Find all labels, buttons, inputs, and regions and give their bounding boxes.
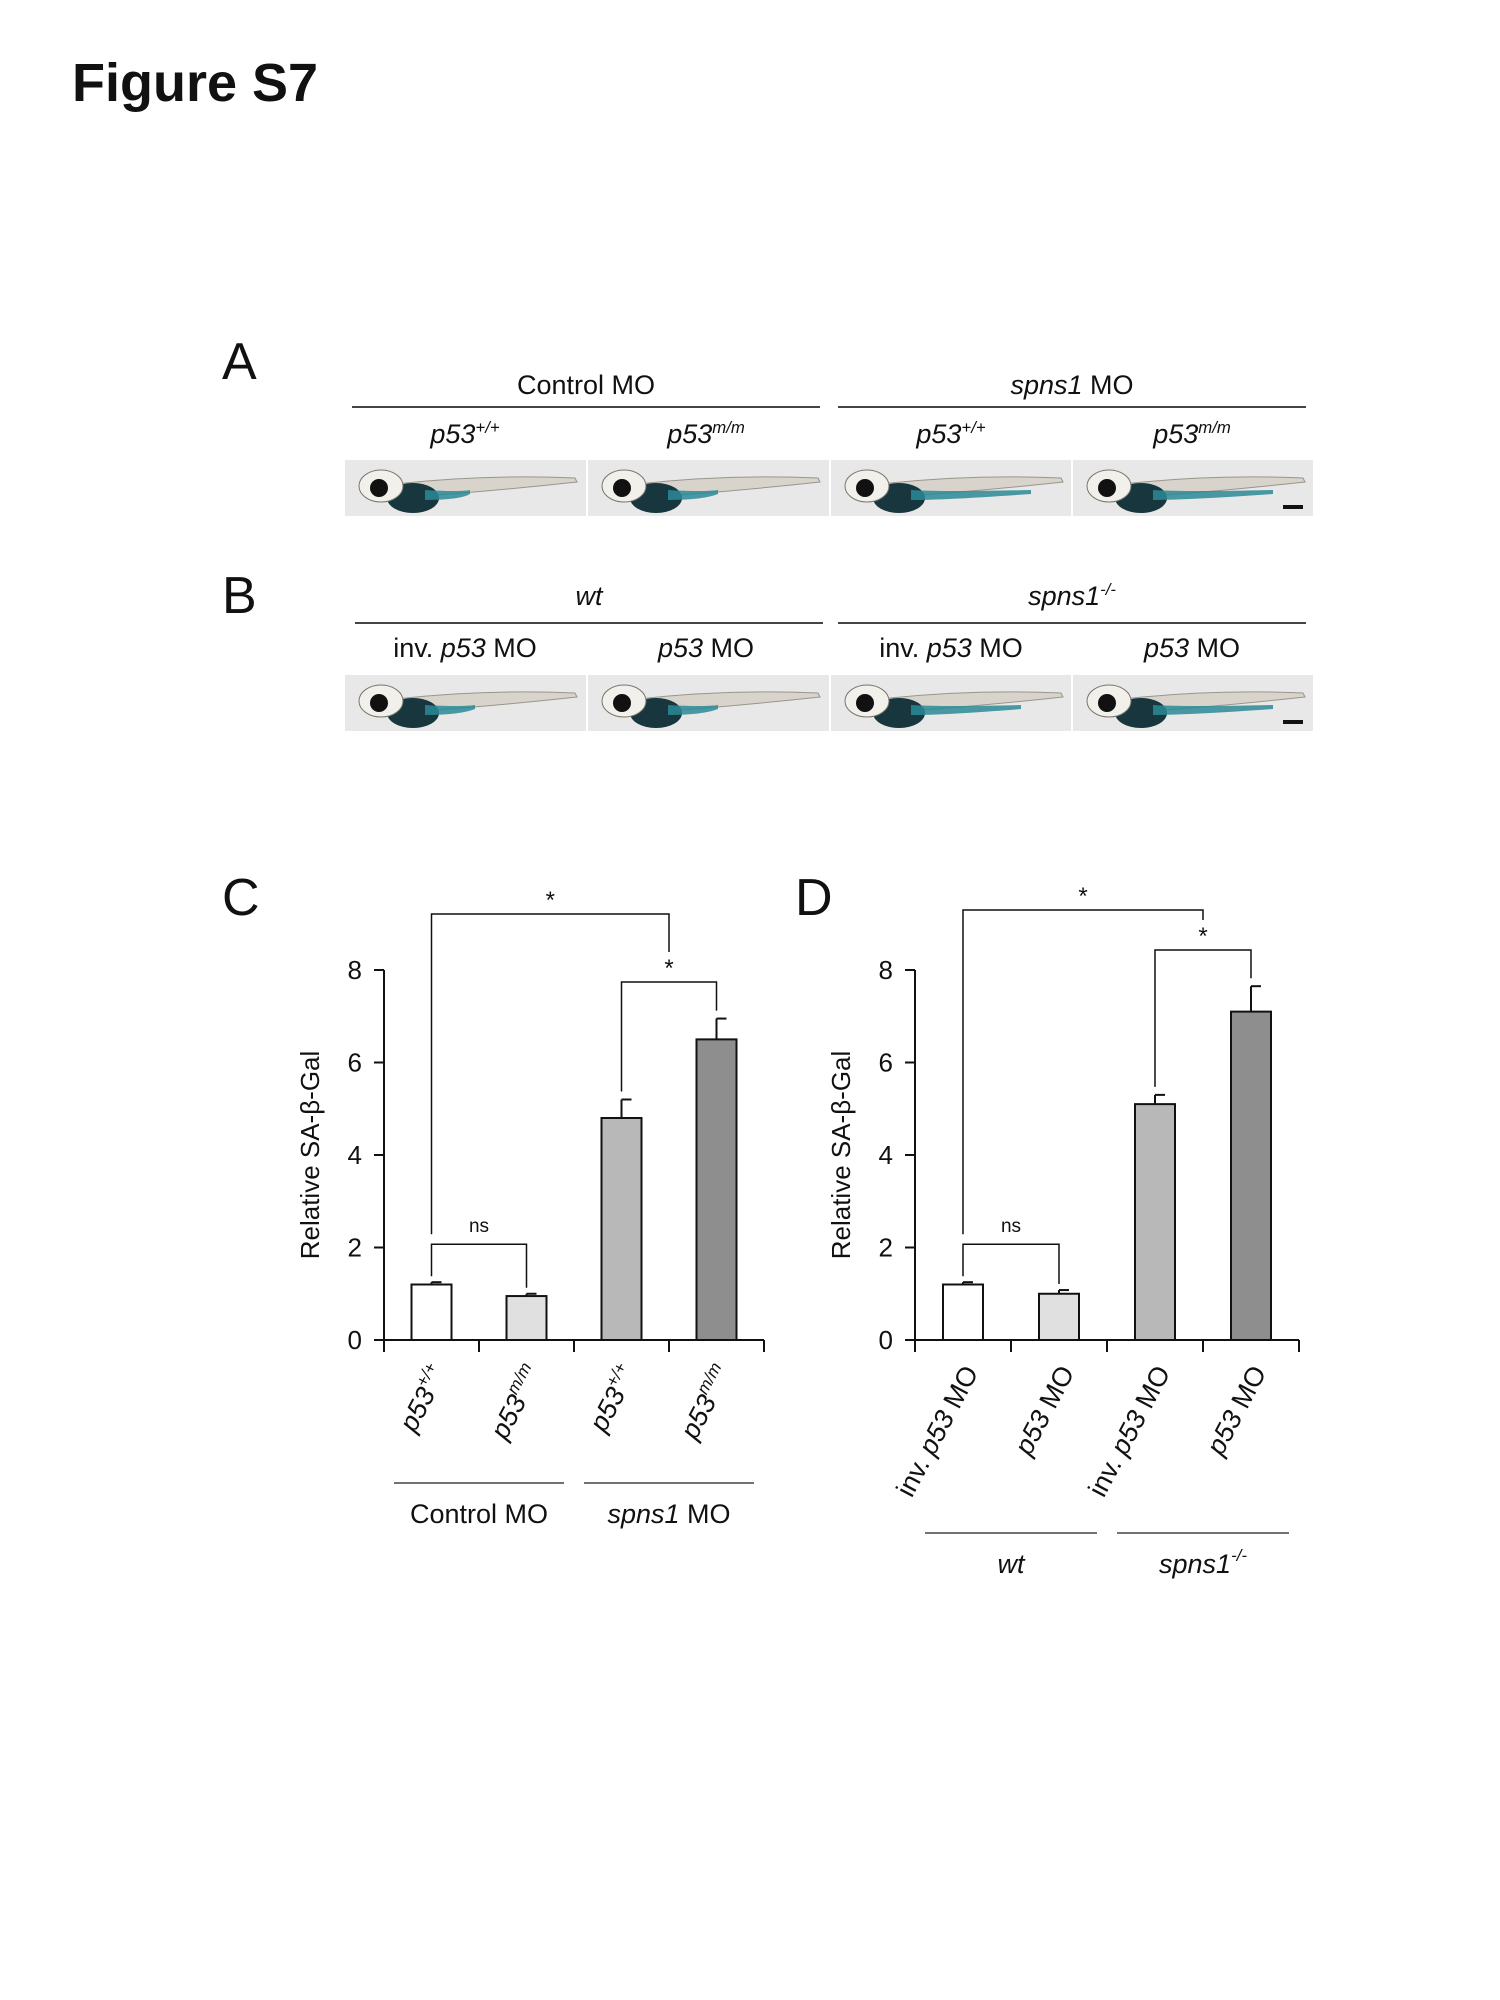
- panel-b-sub-4: p53 MO: [1143, 633, 1241, 663]
- panel-a-image-2: [588, 460, 829, 516]
- panel-c-group-label-1: Control MO: [410, 1499, 548, 1529]
- panel-a-image-strip: [345, 460, 1315, 516]
- panel-d-bar-2: [1038, 1292, 1080, 1341]
- panel-c-y-tick-label-6: 6: [348, 1048, 362, 1078]
- panel-c-letter: C: [222, 869, 260, 927]
- panel-a-larva-3: [844, 469, 1064, 513]
- panel-d-bracket-top-label: *: [1078, 883, 1087, 910]
- panel-b-sub-2: p53 MO: [657, 633, 755, 663]
- panel-c-bar-1: [410, 1283, 453, 1341]
- panel-b-image-2-art: [601, 684, 821, 728]
- panel-d-y-tick-label-4: 4: [879, 1140, 893, 1170]
- panel-c-category-label-1: p53+/+: [390, 1359, 452, 1437]
- panel-b-image-3: [831, 675, 1071, 731]
- panel-b-larva-2: [601, 684, 821, 728]
- panel-c-bar-2: [505, 1295, 548, 1341]
- panel-d-y-axis-label: Relative SA-β-Gal: [826, 1051, 856, 1260]
- panel-d-bracket-top: [962, 909, 1204, 1235]
- panel-a-sub-3: p53+/+: [916, 418, 986, 449]
- panel-a-sub-1: p53+/+: [430, 418, 500, 449]
- panel-c-bracket-top: [430, 913, 670, 1235]
- panel-b-larva-1: [358, 684, 578, 728]
- panel-c-y-tick-label-8: 8: [348, 955, 362, 985]
- panel-a-sub-4: p53m/m: [1153, 418, 1231, 449]
- panel-c-bracket-top-label: *: [546, 887, 555, 914]
- panel-a-group-spns1-line: [838, 406, 1306, 408]
- panel-b-image-2: [588, 675, 829, 731]
- panel-b-larva-4: [1086, 684, 1306, 728]
- panel-a-letter: A: [222, 333, 257, 391]
- panel-c-bar-3: [600, 1117, 643, 1341]
- panel-a-image-3: [831, 460, 1071, 516]
- panel-a-image-4: [1073, 460, 1313, 516]
- panel-c-category-label-4: p53m/m: [672, 1359, 738, 1444]
- panel-d-bar-3: [1134, 1103, 1176, 1341]
- panel-c-y-tick-label-4: 4: [348, 1140, 362, 1170]
- panel-a-larva-4: [1086, 469, 1306, 513]
- panel-d-category-label-3: inv. p53 MO: [1082, 1361, 1176, 1502]
- panel-b-sub-3: inv. p53 MO: [879, 633, 1023, 663]
- panel-d-bar-4: [1230, 1010, 1272, 1341]
- panel-d-bracket-ns-label: ns: [1001, 1216, 1021, 1237]
- panel-b-larva-3: [844, 684, 1064, 728]
- panel-a-sub-2: p53m/m: [667, 418, 745, 449]
- figure-title: Figure S7: [72, 53, 319, 113]
- panel-a-image-2-art: [601, 469, 821, 513]
- panel-d-group-label-2: spns1-/-: [1159, 1546, 1247, 1579]
- panel-a-group-spns1: spns1 MO: [1010, 370, 1134, 400]
- panel-a-larva-2: [601, 469, 821, 513]
- panel-c-bracket-ns: [430, 1243, 528, 1288]
- panel-a-image-1: [345, 460, 586, 516]
- panel-d-bracket-spns1-label: *: [1198, 923, 1207, 950]
- panel-d-y-tick-label-2: 2: [879, 1233, 893, 1263]
- panel-a-group-control: Control MO: [516, 370, 656, 400]
- panel-b-image-4-art: [1086, 684, 1306, 728]
- panel-d-category-label-2: p53 MO: [1008, 1361, 1080, 1461]
- panel-c-bracket-spns1: [620, 981, 718, 1092]
- panel-b-letter: B: [222, 567, 257, 625]
- panel-b-image-strip: [345, 675, 1315, 731]
- panel-c-category-label-3: p53+/+: [580, 1359, 642, 1437]
- panel-d-bar-1: [942, 1283, 984, 1341]
- panel-b-group-wt-line: [355, 622, 823, 624]
- panel-c-bracket-spns1-label: *: [664, 955, 673, 982]
- panel-b-group-wt: wt: [575, 581, 603, 611]
- panel-d-bracket-ns: [962, 1243, 1060, 1285]
- panel-c-bar-4: [695, 1038, 738, 1341]
- panel-d-bracket-spns1: [1154, 949, 1252, 1087]
- panel-d-y-tick-label-6: 6: [879, 1048, 893, 1078]
- panel-d-y-tick-label-0: 0: [879, 1325, 893, 1355]
- panel-d-category-label-4: p53 MO: [1200, 1361, 1272, 1461]
- panel-b-group-spns1-line: [838, 622, 1306, 624]
- panel-b-image-1-art: [358, 684, 578, 728]
- panel-a-scale-bar: [1283, 505, 1303, 509]
- panel-b-image-3-art: [844, 684, 1064, 728]
- panel-c-y-axis-label: Relative SA-β-Gal: [295, 1051, 325, 1260]
- panel-c-bracket-ns-label: ns: [469, 1216, 489, 1237]
- panel-d-group-label-1: wt: [998, 1549, 1026, 1579]
- panel-a-image-1-art: [358, 469, 578, 513]
- panel-b-sub-1: inv. p53 MO: [393, 633, 537, 663]
- panel-b-group-spns1: spns1-/-: [1028, 580, 1116, 611]
- panel-a-image-4-art: [1086, 469, 1306, 513]
- panel-d-category-label-1: inv. p53 MO: [890, 1361, 984, 1502]
- panel-b-scale-bar: [1283, 720, 1303, 724]
- panel-c-y-tick-label-0: 0: [348, 1325, 362, 1355]
- panel-a-image-3-art: [844, 469, 1064, 513]
- panel-a-group-control-line: [352, 406, 820, 408]
- panel-b-image-4: [1073, 675, 1313, 731]
- panel-d-letter: D: [795, 869, 833, 927]
- panel-a-larva-1: [358, 469, 578, 513]
- panel-c-y-tick-label-2: 2: [348, 1233, 362, 1263]
- panel-c-category-label-2: p53m/m: [482, 1359, 548, 1444]
- panel-d-y-tick-label-8: 8: [879, 955, 893, 985]
- panel-c-group-label-2: spns1 MO: [607, 1499, 730, 1529]
- panel-b-image-1: [345, 675, 586, 731]
